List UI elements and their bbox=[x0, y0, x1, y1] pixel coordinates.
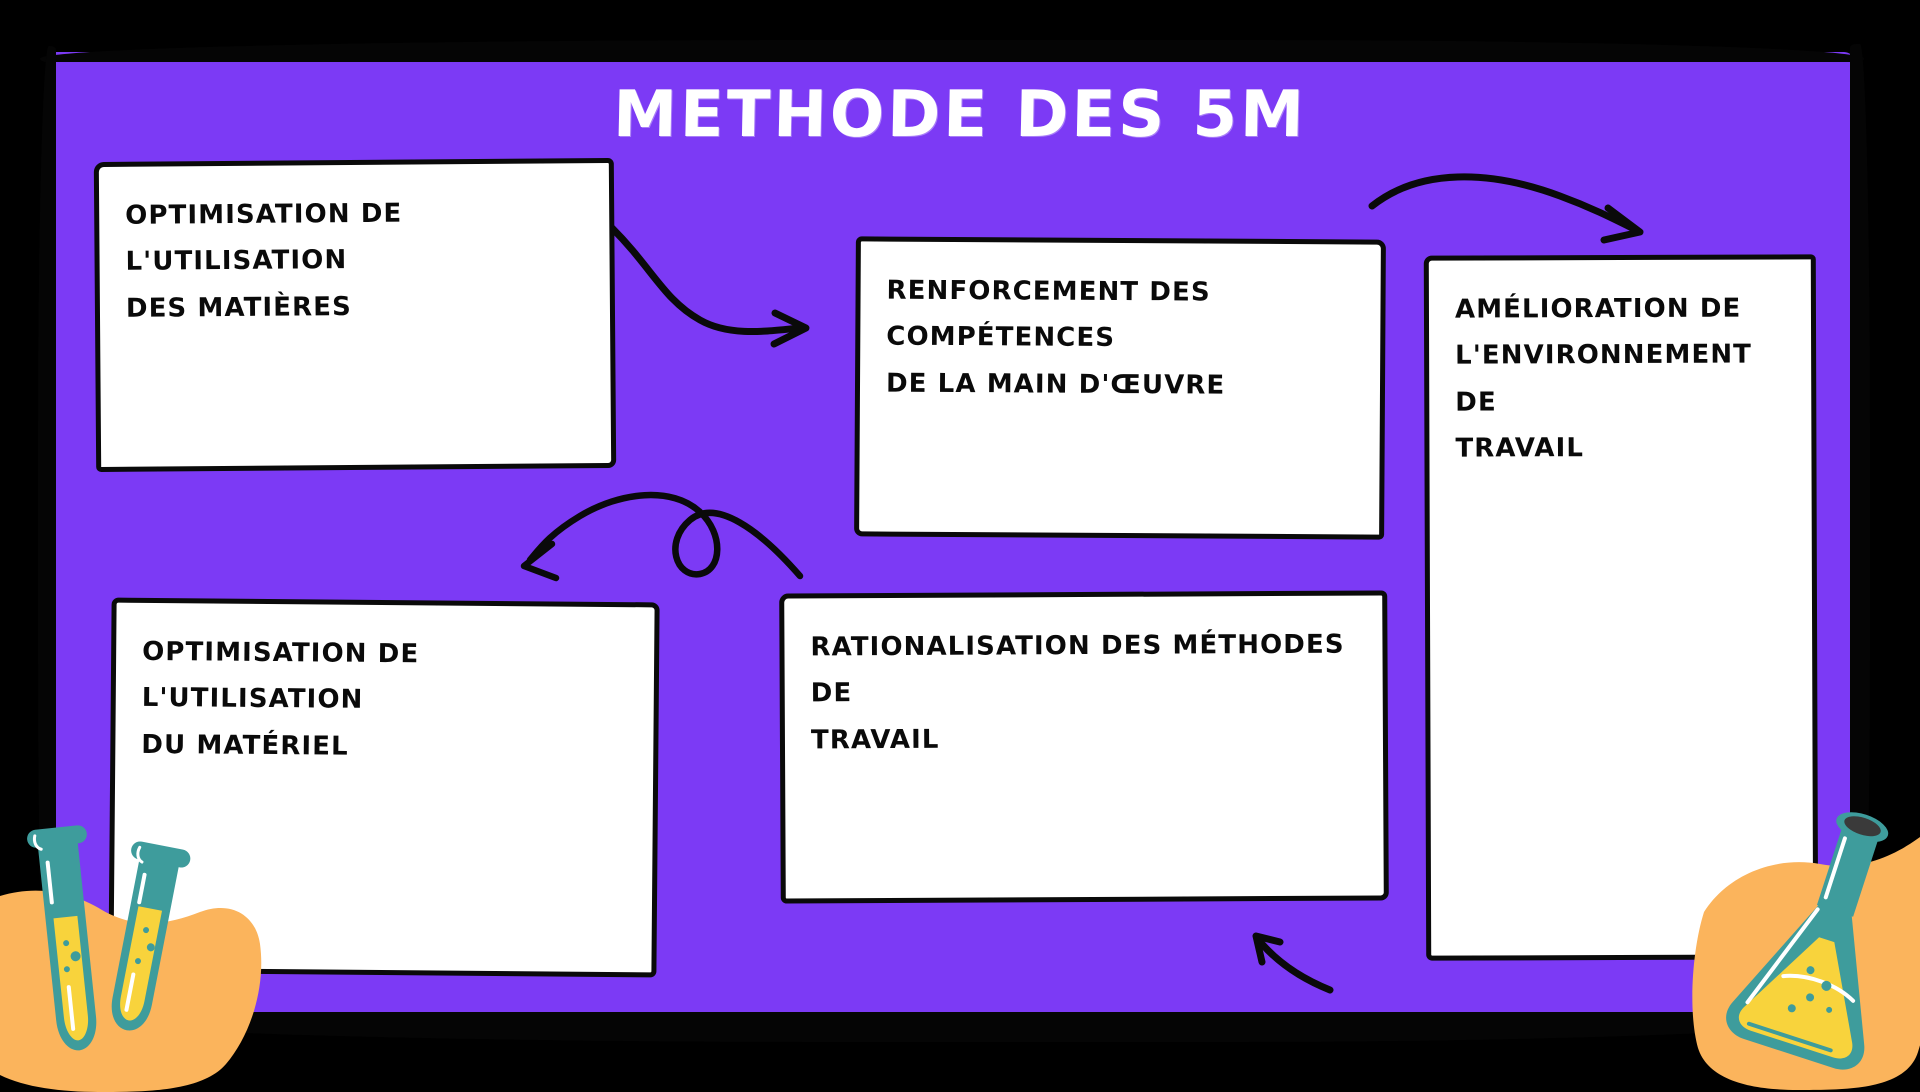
board-edge-bottom bbox=[44, 1012, 1862, 1042]
board-edge-right bbox=[1850, 44, 1870, 1040]
card-matieres[interactable]: OPTIMISATION DE L'UTILISATION DES MATIÈR… bbox=[93, 157, 617, 473]
card-methodes[interactable]: RATIONALISATION DES MÉTHODES DE TRAVAIL bbox=[779, 590, 1389, 904]
page-title: METHODE DES 5M bbox=[612, 78, 1308, 152]
card-competences[interactable]: RENFORCEMENT DES COMPÉTENCES DE LA MAIN … bbox=[854, 236, 1386, 540]
board-edge-left bbox=[38, 46, 56, 1038]
board-edge-top bbox=[40, 40, 1864, 62]
card-materiel[interactable]: OPTIMISATION DE L'UTILISATION DU MATÉRIE… bbox=[108, 597, 660, 978]
card-environnement[interactable]: AMÉLIORATION DE L'ENVIRONNEMENT DE TRAVA… bbox=[1423, 254, 1819, 961]
